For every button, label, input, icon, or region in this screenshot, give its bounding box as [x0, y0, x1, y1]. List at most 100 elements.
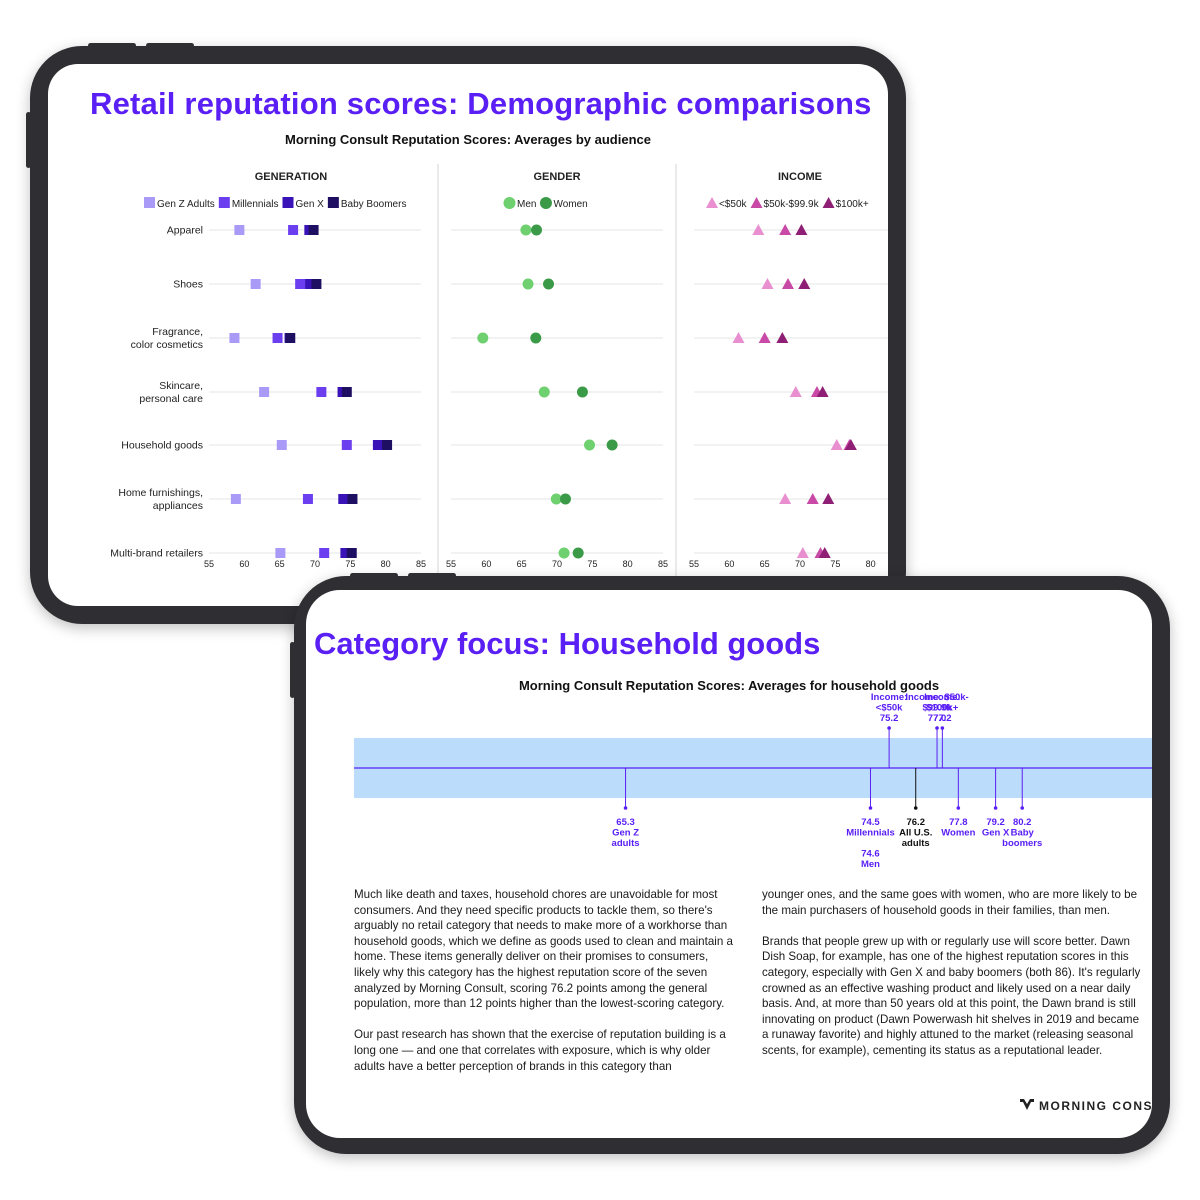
- data-point-square: [308, 225, 319, 235]
- data-point-triangle: [796, 547, 809, 558]
- data-point-triangle: [779, 224, 792, 235]
- device-button: [350, 573, 398, 578]
- legend-label: Men: [517, 199, 536, 210]
- data-point-triangle: [789, 386, 802, 397]
- row-label: color cosmetics: [131, 339, 203, 351]
- slide-title: Retail reputation scores: Demographic co…: [90, 86, 872, 121]
- callout-label: Gen Z: [612, 828, 639, 839]
- data-point-square: [275, 548, 286, 558]
- callout-label: 77.8: [949, 817, 968, 828]
- data-point-circle: [543, 278, 555, 290]
- legend-triangle-icon: [822, 197, 835, 208]
- callout-label: 77.0: [928, 713, 947, 724]
- chart-subtitle: Morning Consult Reputation Scores: Avera…: [518, 678, 940, 693]
- data-point-circle: [606, 439, 618, 451]
- legend-label: Gen X: [296, 199, 325, 210]
- x-tick-label: 80: [866, 559, 876, 569]
- callout-tip: [956, 806, 961, 810]
- device-button: [408, 573, 456, 578]
- data-point-triangle: [798, 278, 811, 289]
- x-tick-label: 75: [587, 559, 597, 569]
- callout-label: 79.2: [986, 817, 1005, 828]
- data-point-triangle: [818, 547, 831, 558]
- data-point-triangle: [779, 493, 792, 504]
- callout-label: 80.2: [1013, 817, 1031, 828]
- data-point-square: [341, 387, 352, 397]
- data-point-square: [234, 225, 245, 235]
- legend-circle-icon: [503, 197, 516, 209]
- callout-label: boomers: [1002, 838, 1042, 849]
- data-point-triangle: [781, 278, 794, 289]
- callout-label: 74.5: [861, 817, 880, 828]
- legend-circle-icon: [539, 197, 552, 209]
- row-label: Fragrance,: [152, 326, 203, 338]
- legend-label: $100k+: [836, 199, 869, 210]
- data-point-square: [229, 333, 240, 343]
- paragraph: Much like death and taxes, household cho…: [354, 888, 733, 1011]
- callout-tip: [935, 726, 939, 730]
- device-side-button: [26, 112, 31, 168]
- data-point-circle: [550, 493, 562, 505]
- slide-title: Category focus: Household goods: [314, 626, 821, 661]
- x-tick-label: 55: [689, 559, 699, 569]
- x-tick-label: 60: [239, 559, 249, 569]
- data-point-square: [341, 440, 352, 450]
- data-point-square: [230, 494, 241, 504]
- data-point-circle: [520, 224, 532, 236]
- row-label: Multi-brand retailers: [110, 548, 203, 560]
- data-point-triangle: [806, 493, 819, 504]
- callout-tip: [868, 806, 873, 810]
- data-point-square: [305, 279, 316, 289]
- data-point-square: [276, 440, 287, 450]
- legend-label: Baby Boomers: [341, 199, 407, 210]
- x-tick-label: 75: [830, 559, 840, 569]
- data-point-triangle: [795, 224, 808, 235]
- row-label: personal care: [139, 393, 203, 405]
- data-point-triangle: [761, 278, 774, 289]
- paragraph: Our past research has shown that the exe…: [354, 1028, 726, 1073]
- data-point-triangle: [758, 332, 771, 343]
- callout-label: adults: [902, 838, 930, 849]
- legend-triangle-icon: [706, 197, 718, 208]
- legend-square-icon: [218, 197, 230, 208]
- x-tick-label: 75: [345, 559, 355, 569]
- data-point-square: [338, 494, 349, 504]
- data-point-circle: [584, 439, 596, 451]
- data-point-triangle: [844, 439, 857, 450]
- data-point-triangle: [816, 386, 829, 397]
- data-point-circle: [530, 332, 542, 344]
- row-label: Household goods: [121, 440, 203, 452]
- x-tick-label: 60: [724, 559, 734, 569]
- data-point-square: [340, 548, 351, 558]
- data-point-square: [295, 279, 306, 289]
- data-point-square: [346, 548, 357, 558]
- callout-label: $99.9k: [923, 703, 953, 714]
- x-tick-label: 70: [795, 559, 805, 569]
- callout-label: All U.S.: [899, 828, 932, 839]
- row-label: Skincare,: [159, 380, 203, 392]
- row-label: Apparel: [167, 225, 203, 237]
- legend-label: $50k-$99.9k: [764, 199, 820, 210]
- callout-label: 76.2: [906, 817, 925, 828]
- legend-triangle-icon: [750, 197, 763, 208]
- x-tick-label: 85: [416, 559, 426, 569]
- body-column-left: Much like death and taxes, household cho…: [354, 887, 736, 1090]
- data-point-square: [372, 440, 383, 450]
- data-point-circle: [559, 493, 571, 505]
- callout-label: Income:: [924, 692, 960, 703]
- x-tick-label: 65: [760, 559, 770, 569]
- data-point-circle: [572, 547, 584, 559]
- data-point-square: [382, 440, 393, 450]
- data-point-triangle: [830, 439, 843, 450]
- callout-label: 65.3: [616, 817, 635, 828]
- callout-tip: [887, 726, 891, 730]
- x-tick-label: 65: [275, 559, 285, 569]
- data-point-square: [347, 494, 358, 504]
- x-tick-label: 80: [623, 559, 633, 569]
- callout-label: Baby: [1011, 828, 1035, 839]
- tablet-frame-bottom: Category focus: Household goods Morning …: [290, 573, 1170, 1154]
- data-point-circle: [538, 386, 550, 398]
- data-point-square: [250, 279, 261, 289]
- data-point-square: [311, 279, 322, 289]
- callout-tip: [1020, 806, 1025, 810]
